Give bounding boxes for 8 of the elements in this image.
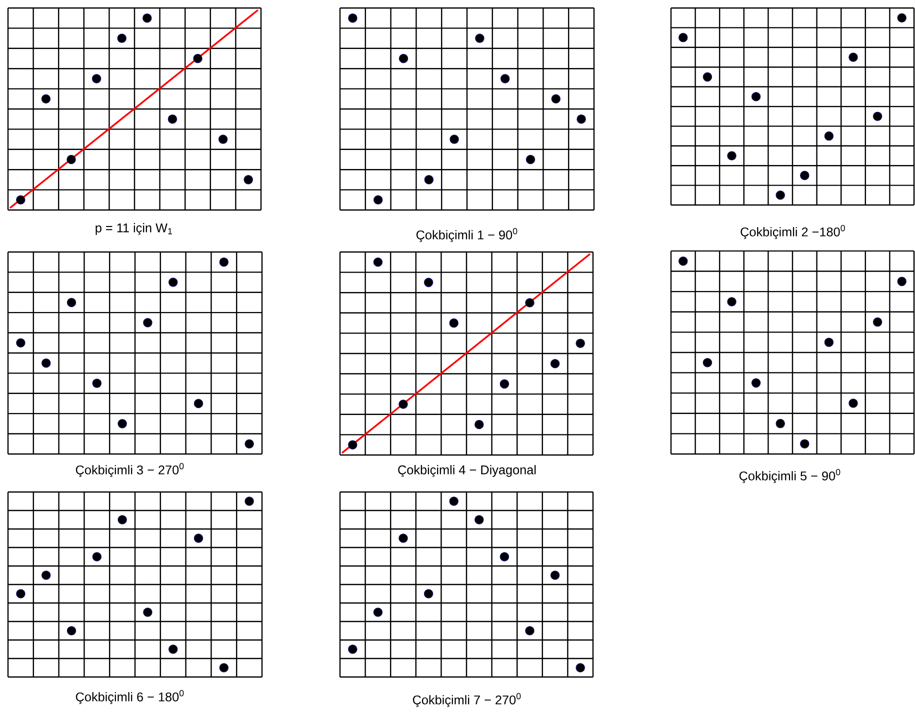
panel-title: Çokbiçimli 1 − 90$^{0}$ (416, 228, 518, 242)
panel-title: Çokbiçimli 2 −180$^{0}$ (740, 225, 845, 239)
panel-title: Çokbiçimli 3 − 270$^{0}$ (76, 463, 184, 477)
panel-title: Çokbiçimli 7 − 270$^{0}$ (412, 693, 521, 707)
panel-title: Çokbiçimli 6 − 180$^{0}$ (76, 690, 184, 704)
panel-title: Çokbiçimli 5 − 90$^{0}$ (739, 469, 840, 483)
panel-title: Çokbiçimli 4 − Diyagonal (398, 465, 536, 477)
panel-title: p = 11 için W$_{1}$ (96, 223, 172, 235)
